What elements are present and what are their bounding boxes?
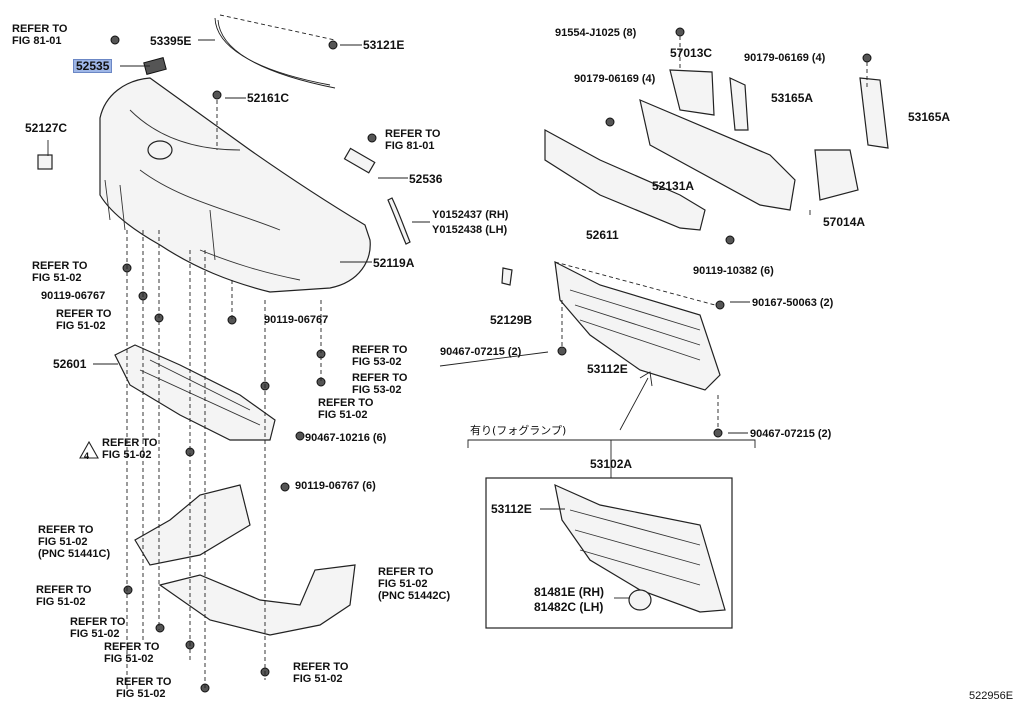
- part-52119A[interactable]: 52119A: [373, 256, 415, 270]
- diagram-id: 522956E: [969, 690, 1014, 702]
- bolt-90119-06767-left[interactable]: 90119-06767: [41, 290, 106, 302]
- part-81482C[interactable]: 81482C (LH): [534, 600, 604, 614]
- bolt-90467-07215-b[interactable]: 90467-07215 (2): [750, 428, 832, 440]
- part-57014A[interactable]: 57014A: [823, 215, 866, 229]
- bolt-90119-10382[interactable]: 90119-10382 (6): [693, 265, 774, 277]
- part-53112E-box[interactable]: 53112E: [491, 502, 532, 516]
- part-Y0152438[interactable]: Y0152438 (LH): [432, 224, 508, 236]
- part-52535[interactable]: 52535: [73, 59, 113, 73]
- subassembly-box: [485, 477, 733, 629]
- warning-number: 4: [84, 451, 90, 461]
- fasteners: [110, 27, 872, 693]
- part-52131A[interactable]: 52131A: [652, 179, 695, 193]
- part-57013C[interactable]: 57013C: [670, 46, 713, 60]
- bracket-57013C: [669, 69, 715, 116]
- part-52536[interactable]: 52536: [409, 172, 443, 186]
- support-53165A-left: [729, 77, 749, 131]
- under-cover-51442C: [158, 564, 356, 636]
- fog-lamp-note: 有り(フォグランプ): [470, 424, 567, 437]
- bolt-90467-10216[interactable]: 90467-10216 (6): [305, 432, 387, 444]
- part-52127C[interactable]: 52127C: [25, 121, 68, 135]
- part-53121E[interactable]: 53121E: [363, 38, 405, 52]
- bolt-90119-06767-6[interactable]: 90119-06767 (6): [295, 480, 376, 492]
- leader-lines: [47, 39, 811, 599]
- warning-icon: [79, 440, 99, 459]
- part-Y0152437[interactable]: Y0152437 (RH): [432, 209, 509, 221]
- bolt-90179-06169-a[interactable]: 90179-06169 (4): [574, 73, 656, 85]
- bumper-cover-52119A: [99, 77, 371, 293]
- bolt-90467-07215-a[interactable]: 90467-07215 (2): [440, 346, 522, 358]
- bumper-beam-52611: [544, 128, 706, 231]
- strip-53395E: [214, 17, 331, 86]
- part-52161C[interactable]: 52161C: [247, 91, 290, 105]
- support-53165A-right: [859, 77, 889, 149]
- bracket-57014A: [814, 149, 859, 201]
- assembly-lines: [126, 14, 868, 690]
- fog-cover-81481E: [628, 589, 652, 611]
- part-52611[interactable]: 52611: [586, 228, 619, 242]
- part-53395E[interactable]: 53395E: [150, 34, 192, 48]
- bolt-90167-50063[interactable]: 90167-50063 (2): [752, 297, 834, 309]
- lower-grille-53112E: [554, 260, 721, 391]
- bolt-90179-06169-b[interactable]: 90179-06169 (4): [744, 52, 826, 64]
- part-52129B[interactable]: 52129B: [490, 313, 533, 327]
- trim-Y0152437: [387, 197, 411, 245]
- under-cover-51441C: [134, 484, 251, 566]
- part-52601[interactable]: 52601: [53, 357, 87, 371]
- part-53165A-right[interactable]: 53165A: [908, 110, 951, 124]
- clip-52129B: [501, 267, 513, 286]
- bracket-52127C: [37, 154, 53, 170]
- bolt-91554-J1025[interactable]: 91554-J1025 (8): [555, 27, 637, 39]
- part-53102A[interactable]: 53102A: [590, 457, 633, 471]
- reinforcement-52131A: [639, 98, 796, 211]
- assembly-arrow: [619, 371, 653, 431]
- part-53112E[interactable]: 53112E: [587, 362, 628, 376]
- part-53165A-left[interactable]: 53165A: [771, 91, 814, 105]
- part-81481E[interactable]: 81481E (RH): [534, 585, 605, 599]
- absorber-52601: [114, 344, 276, 441]
- retainer-52536: [343, 147, 376, 174]
- clip-52535: [143, 57, 167, 75]
- bolt-90119-06767-mid[interactable]: 90119-06767: [264, 314, 329, 326]
